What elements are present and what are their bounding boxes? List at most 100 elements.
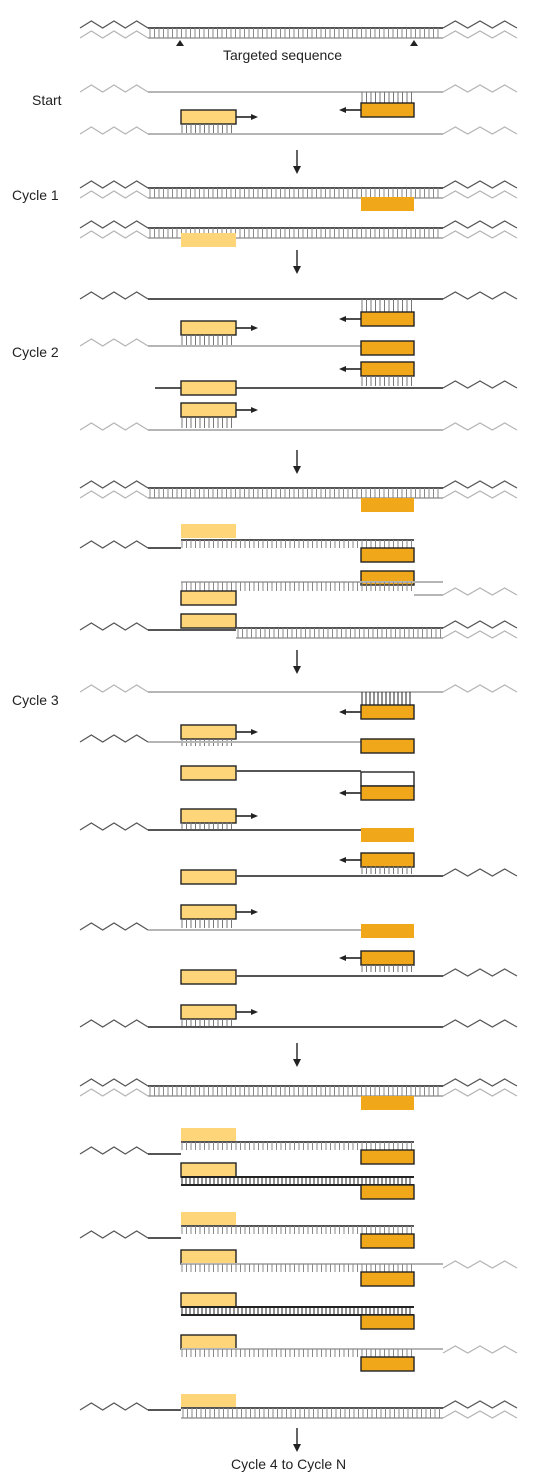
forward-primer <box>180 320 237 336</box>
base-pairs <box>181 1349 412 1357</box>
cycle3-label: Cycle 3 <box>12 692 59 708</box>
base-pairs <box>181 540 412 548</box>
base-pairs <box>149 488 439 498</box>
step-arrow-down-icon <box>293 1444 301 1452</box>
wavy-strand-end <box>442 190 518 199</box>
reverse-primer <box>360 311 415 327</box>
base-pairs <box>361 92 412 103</box>
forward-primer <box>180 590 237 606</box>
wavy-strand-end <box>79 1230 149 1239</box>
reverse-primer <box>360 547 415 563</box>
forward-primer <box>181 1128 236 1142</box>
forward-primer <box>180 1162 237 1178</box>
wavy-strand-end <box>79 20 149 29</box>
extension-arrow-left <box>339 790 346 796</box>
wavy-strand-end <box>442 968 518 977</box>
wavy-strand-end <box>79 1088 149 1097</box>
wavy-strand-end <box>79 822 149 831</box>
forward-primer <box>180 1004 237 1020</box>
wavy-strand-end <box>79 180 149 189</box>
wavy-strand-end <box>79 1019 149 1028</box>
forward-primer <box>180 869 237 885</box>
reverse-primer <box>361 1096 414 1110</box>
wavy-strand-end <box>442 1400 518 1409</box>
target-marker-left-icon <box>176 40 184 46</box>
forward-primer <box>180 765 237 781</box>
forward-primer <box>180 402 237 418</box>
base-pairs <box>149 28 439 38</box>
wavy-strand-end <box>79 540 149 549</box>
base-pairs <box>361 299 412 312</box>
base-pairs <box>181 1019 232 1026</box>
wavy-strand-end <box>79 84 149 93</box>
wavy-strand-end <box>442 30 518 39</box>
forward-primer <box>180 808 237 824</box>
wavy-strand-end <box>79 480 149 489</box>
base-pairs <box>181 1226 412 1234</box>
forward-primer <box>181 1394 236 1408</box>
wavy-strand-end <box>79 922 149 931</box>
wavy-strand-end <box>79 291 149 300</box>
wavy-strand-end <box>442 587 518 596</box>
reverse-primer <box>360 1149 415 1165</box>
reverse-primer <box>360 1314 415 1330</box>
base-pairs <box>181 124 232 134</box>
base-pairs <box>361 965 412 972</box>
forward-primer <box>181 524 236 538</box>
wavy-strand-end <box>442 84 518 93</box>
targeted-sequence-label: Targeted sequence <box>223 47 343 63</box>
wavy-strand-end <box>442 1410 518 1419</box>
reverse-primer <box>361 197 414 211</box>
base-pairs <box>361 866 412 874</box>
extension-arrow-left <box>339 709 346 715</box>
forward-primer <box>180 904 237 920</box>
extension-arrow-right <box>251 909 258 915</box>
extension-arrow-left <box>339 857 346 863</box>
step-arrow-down-icon <box>293 1059 301 1067</box>
extension-arrow-left <box>339 316 346 322</box>
step-arrow-down-icon <box>293 466 301 474</box>
reverse-primer <box>360 771 415 787</box>
forward-primer <box>180 380 237 396</box>
wavy-strand-end <box>79 622 149 631</box>
forward-primer <box>181 233 236 247</box>
wavy-strand-end <box>442 380 518 389</box>
wavy-strand-end <box>79 684 149 693</box>
wavy-strand-end <box>79 30 149 39</box>
step-arrow-down-icon <box>293 666 301 674</box>
wavy-strand-end <box>442 684 518 693</box>
forward-primer <box>181 1212 236 1226</box>
wavy-strand-end <box>442 1345 518 1354</box>
reverse-primer <box>360 738 415 754</box>
wavy-strand-end <box>79 126 149 135</box>
extension-arrow-right <box>251 407 258 413</box>
base-pairs <box>181 582 412 591</box>
forward-primer <box>180 1334 237 1350</box>
forward-primer <box>180 613 237 629</box>
base-pairs <box>361 376 412 386</box>
base-pairs <box>181 1307 411 1315</box>
reverse-primer <box>360 1271 415 1287</box>
reverse-primer <box>360 361 415 377</box>
wavy-strand-end <box>79 734 149 743</box>
base-pairs <box>181 418 232 428</box>
base-pairs <box>181 1264 412 1272</box>
start-label: Start <box>32 92 62 108</box>
final-cycles-label: Cycle 4 to Cycle N <box>231 1456 347 1472</box>
reverse-primer <box>360 102 415 118</box>
reverse-primer <box>360 852 415 868</box>
wavy-strand-end <box>442 291 518 300</box>
base-pairs <box>237 628 441 638</box>
forward-primer <box>180 1249 237 1265</box>
wavy-strand-end <box>442 20 518 29</box>
wavy-strand-end <box>442 220 518 229</box>
wavy-strand-end <box>442 126 518 135</box>
wavy-strand-end <box>442 480 518 489</box>
wavy-strand-end <box>79 230 149 239</box>
wavy-strand-end <box>442 422 518 431</box>
step-arrow-down-icon <box>293 266 301 274</box>
base-pairs <box>149 188 439 198</box>
reverse-primer <box>361 828 414 842</box>
reverse-primer <box>360 1356 415 1372</box>
